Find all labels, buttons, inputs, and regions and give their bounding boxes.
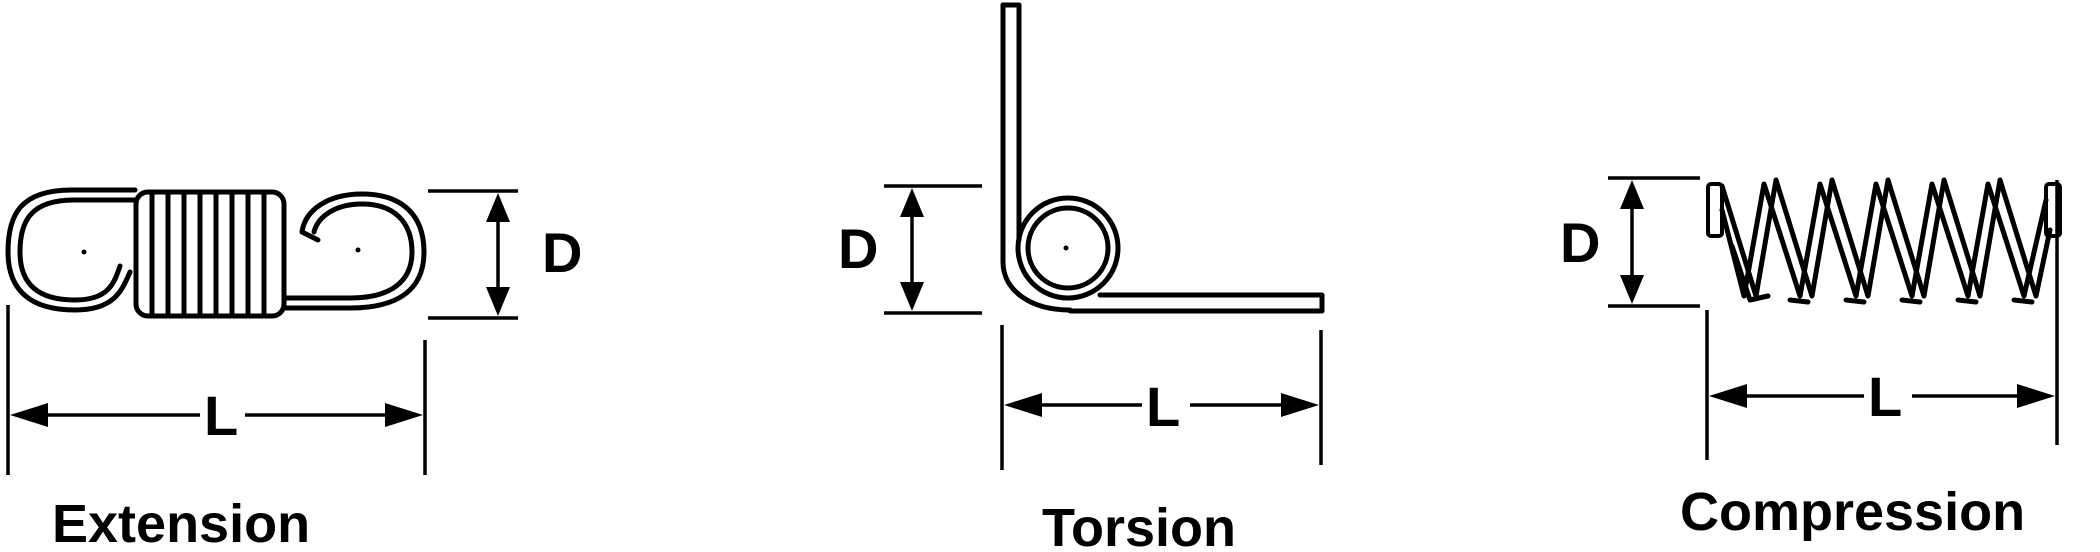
compression-title: Compression (1680, 482, 2025, 542)
extension-left-center-dot (81, 249, 87, 255)
extension-left-hook-outer (5, 187, 138, 313)
compression-d-dimension (1608, 176, 1700, 308)
extension-right-hook-inner (282, 201, 415, 301)
torsion-d-dimension (884, 184, 982, 315)
compression-spring-figure: D L Compression (1560, 176, 2062, 542)
torsion-horizontal-leg (1067, 292, 1325, 314)
torsion-d-label: D (838, 217, 878, 280)
torsion-l-label: L (1146, 375, 1180, 438)
torsion-vertical-leg-outer (1000, 2, 1073, 313)
compression-spring-drawing (1706, 177, 2062, 305)
extension-d-label: D (542, 221, 582, 284)
extension-l-label: L (204, 384, 238, 447)
extension-right-center-dot (355, 247, 361, 253)
extension-spring-drawing (5, 187, 427, 319)
compression-l-label: L (1868, 365, 1902, 428)
extension-left-hook-inner (17, 197, 138, 303)
torsion-spring-figure: D L Torsion (838, 2, 1325, 552)
extension-d-dimension (428, 189, 518, 320)
torsion-spring-drawing (1000, 2, 1325, 314)
compression-d-label: D (1560, 211, 1600, 274)
extension-spring-figure: D L Extension (5, 187, 582, 552)
torsion-title: Torsion (1042, 498, 1236, 552)
torsion-coil-inner (1025, 205, 1111, 291)
torsion-coil-outer (1015, 195, 1121, 301)
extension-l-dimension (6, 305, 427, 475)
torsion-center-dot (1063, 245, 1069, 251)
compression-l-dimension (1705, 180, 2059, 460)
extension-right-hook-outer (282, 191, 427, 311)
compression-coils (1719, 177, 2053, 305)
extension-title: Extension (52, 494, 310, 552)
extension-coils (133, 189, 287, 319)
torsion-l-dimension (1000, 325, 1323, 470)
